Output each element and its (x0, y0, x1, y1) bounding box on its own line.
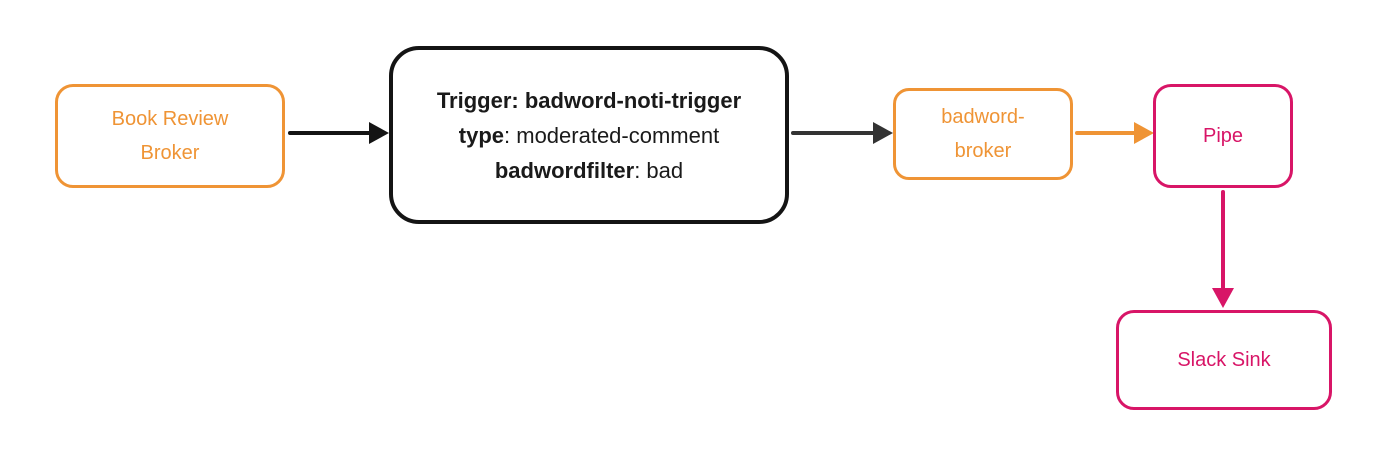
arrow-shaft (1221, 190, 1225, 290)
node-label: Slack Sink (1177, 349, 1271, 371)
node-book-review-broker: Book Review Broker (55, 84, 285, 188)
arrow-head-icon (369, 122, 389, 144)
arrow-head-icon (873, 122, 893, 144)
arrow-shaft (1075, 131, 1136, 135)
trigger-line-1: Trigger: badword-noti-trigger (437, 83, 741, 118)
trigger-filter-value: : bad (634, 157, 684, 183)
arrow-head-icon (1212, 288, 1234, 308)
node-pipe: Pipe (1153, 84, 1293, 188)
node-label-line: Broker (140, 142, 200, 164)
node-badword-broker: badword- broker (893, 88, 1073, 180)
node-label-line: broker (954, 140, 1012, 162)
trigger-line-3: badwordfilter: bad (495, 153, 683, 188)
node-trigger: Trigger: badword-noti-trigger type: mode… (389, 46, 789, 224)
trigger-filter-key: badwordfilter (494, 157, 635, 183)
trigger-type-value: : moderated-comment (504, 122, 720, 148)
node-label-line: badword- (941, 106, 1025, 128)
arrow-head-icon (1134, 122, 1154, 144)
trigger-type-key: type (458, 122, 505, 148)
node-label-line: Book Review (111, 108, 229, 130)
node-slack-sink: Slack Sink (1116, 310, 1332, 410)
arrow-shaft (791, 131, 875, 135)
trigger-name-text: Trigger: badword-noti-trigger (436, 87, 742, 113)
arrow-shaft (288, 131, 371, 135)
node-label: Pipe (1202, 125, 1244, 147)
trigger-line-2: type: moderated-comment (459, 118, 719, 153)
